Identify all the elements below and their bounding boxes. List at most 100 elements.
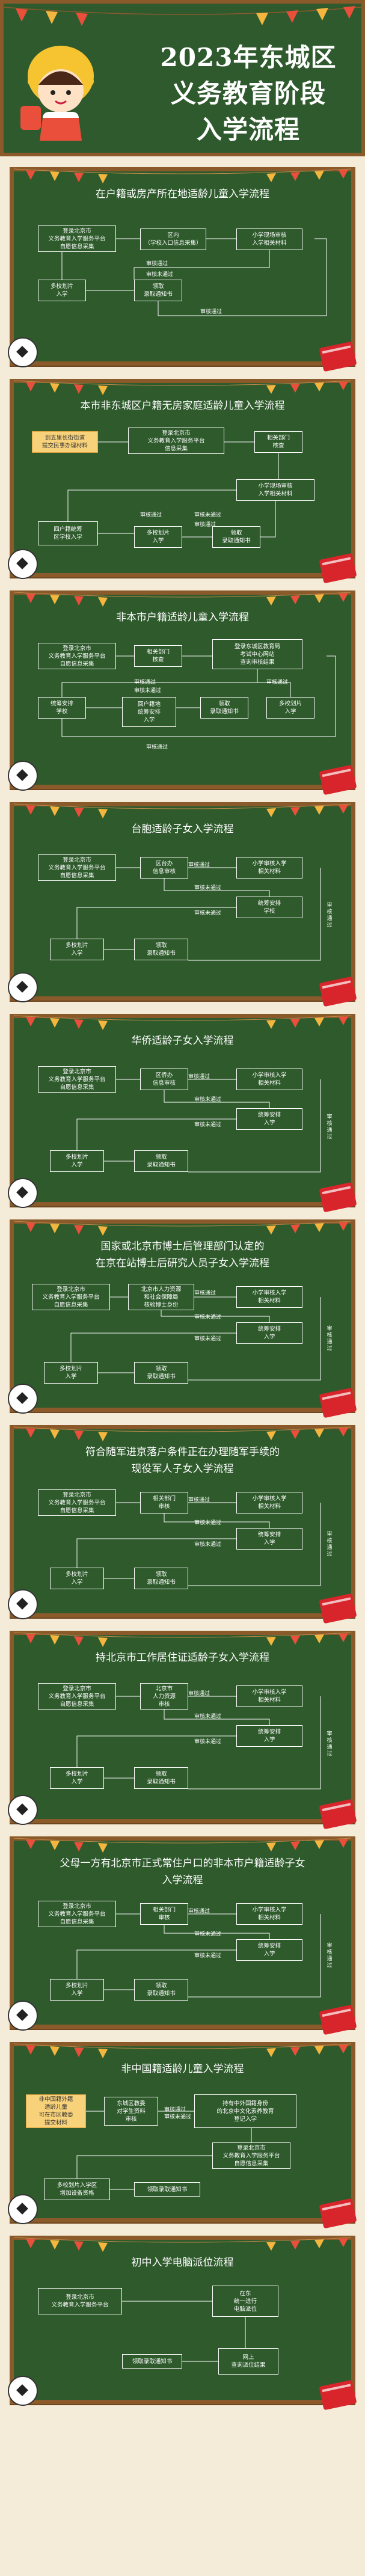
student-girl-illustration <box>20 46 94 141</box>
flow-condition-label: 审核未通过 <box>146 272 174 278</box>
board-title: 父母一方有北京市正式常住户口的非本市户籍适龄子女 入学流程 <box>60 1857 305 1886</box>
flow-step: 相关部门 核查 <box>254 431 302 453</box>
flow-step: 小学现场审核 入学相关材料 <box>236 479 314 501</box>
flow-step: 区台办 信息审核 <box>140 857 188 879</box>
flow-step: 多校划片 入学 <box>50 1767 104 1789</box>
flow-connector <box>61 655 336 737</box>
board-title: 国家或北京市博士后管理部门认定的 在京在站博士后研究人员子女入学流程 <box>96 1240 269 1269</box>
flow-step: 领取 录取通知书 <box>134 280 182 301</box>
flow-step: 多校划片 入学 <box>50 1568 104 1589</box>
flow-condition-label: 审核通过 <box>188 1909 210 1915</box>
flow-step: 登录北京市 义务教育入学服务平台 自愿信息采集 <box>38 1489 116 1516</box>
pennant-decoration <box>14 1632 351 1647</box>
flow-connector <box>164 1513 270 1528</box>
flow-step: 领取 录取通知书 <box>134 1767 188 1789</box>
flow-connector <box>76 1538 236 1568</box>
flow-connector <box>76 1949 236 1979</box>
flow-step: 登录北京市 义务教育入学服务平台 自愿信息采集 <box>32 1284 110 1310</box>
flow-condition-label: 审核未通过 <box>194 1336 222 1342</box>
flow-connectors <box>61 238 327 316</box>
flow-step: 登录北京市 义务教育入学服务平台 自愿信息采集 <box>38 1066 116 1093</box>
flowchart-board: 台胞适龄子女入学流程登录北京市 义务教育入学服务平台 自愿信息采集区台办 信息审… <box>8 802 357 1007</box>
flow-step: 小学审核入学 相关材料 <box>236 857 302 879</box>
flow-step: 登录北京市 义务教育入学服务平台 信息采集 <box>128 428 224 454</box>
flow-step: 登录北京市 义务教育入学服务平台 <box>38 2288 122 2314</box>
flow-step: 统筹安排 学校 <box>38 697 86 719</box>
flow-condition-label: 审核未通过 <box>194 885 222 891</box>
flow-condition-label: 审核通过 <box>327 1731 333 1757</box>
soccer-ball-icon <box>8 972 38 1002</box>
flow-step: 回户籍地 统筹安排 入学 <box>122 697 176 727</box>
flow-connector <box>188 868 321 961</box>
flow-step: 多校划片 入学 <box>134 526 182 548</box>
soccer-ball-icon <box>8 1589 38 1619</box>
flow-condition-label: 审核通过 <box>194 522 216 528</box>
flow-connector <box>61 669 258 697</box>
flowchart-board: 国家或北京市博士后管理部门认定的 在京在站博士后研究人员子女入学流程登录北京市 … <box>8 1219 357 1418</box>
flow-condition-label: 审核未通过 <box>194 1097 222 1103</box>
flowchart-board: 持北京市工作居住证适龄子女入学流程登录北京市 义务教育入学服务平台 自愿信息采集… <box>8 1631 357 1830</box>
flow-step: 区侨办 信息审核 <box>140 1069 188 1090</box>
flowchart-board: 初中入学电脑派位流程登录北京市 义务教育入学服务平台在东 统一进行 电脑派位领取… <box>8 2236 357 2411</box>
flow-condition-label: 审核通过 <box>194 1290 216 1296</box>
board-title: 持北京市工作居住证适龄子女入学流程 <box>96 1652 269 1664</box>
flow-connectors <box>76 867 321 961</box>
flow-condition-label: 审核通过 <box>188 1691 210 1697</box>
flow-connector <box>164 879 270 897</box>
flow-condition-label: 审核未通过 <box>194 1520 222 1526</box>
flow-connectors <box>76 1502 321 1586</box>
flow-connector <box>164 1925 270 1939</box>
flow-connectors <box>76 1079 321 1173</box>
pennant-decoration <box>14 168 351 183</box>
flow-step: 小学现场审核 入学相关材料 <box>236 228 302 250</box>
flow-step: 领取录取通知书 <box>122 2354 182 2369</box>
flow-connector <box>76 1118 236 1150</box>
flow-step: 领取 录取通知书 <box>200 697 248 719</box>
flow-condition-label: 审核未通过 <box>194 1953 222 1959</box>
flow-step: 小学审核入学 相关材料 <box>236 1903 302 1925</box>
flow-connectors <box>67 441 279 538</box>
flowchart-board: 华侨适龄子女入学流程登录北京市 义务教育入学服务平台 自愿信息采集 区侨办 信息审… <box>8 1014 357 1213</box>
flow-step: 登录北京市 义务教育入学服务平台 自愿信息采集 <box>38 1901 116 1927</box>
flow-step: 北京市 人力资源 审核 <box>140 1683 188 1710</box>
flow-condition-label: 审核通过 <box>266 679 289 685</box>
flow-connector <box>164 1710 270 1725</box>
flow-step: 相关部门 审核 <box>140 1903 188 1925</box>
flow-step: 区内 （学校入口信息采集） <box>140 228 206 250</box>
flow-step: 领取 录取通知书 <box>134 1568 188 1589</box>
pennant-decoration <box>14 2043 351 2058</box>
flow-condition-label: 审核未通过 <box>194 1739 222 1745</box>
pennant-decoration <box>14 1015 351 1030</box>
flow-connector <box>188 1696 321 1789</box>
flow-step: 相关部门 核查 <box>134 645 182 667</box>
header-banner: 2023年东城区 义务教育阶段 入学流程 <box>0 0 365 156</box>
flow-step: 到五里长街街道 提交民事办理材料 <box>32 431 98 453</box>
flow-condition-label: 审核通过 <box>327 1532 333 1557</box>
flow-condition-label: 审核未通过 <box>194 1714 222 1720</box>
flow-condition-label: 审核通过 <box>146 261 168 267</box>
board-title: 非本市户籍适龄儿童入学流程 <box>116 612 249 624</box>
flow-condition-label: 审核通过 <box>188 1497 210 1503</box>
board-title: 在户籍或房产所在地适龄儿童入学流程 <box>96 188 269 200</box>
flowchart-list: 在户籍或房产所在地适龄儿童入学流程登录北京市 义务教育入学服务平台 自愿信息采集… <box>0 167 365 2411</box>
flow-step: 领取 录取通知书 <box>212 526 260 548</box>
flow-step: 小学审核入学 相关材料 <box>236 1492 302 1513</box>
soccer-ball-icon <box>8 2376 38 2406</box>
soccer-ball-icon <box>8 2001 38 2031</box>
flow-connector <box>76 907 236 939</box>
flow-step: 登录北京市 义务教育入学服务平台 自愿信息采集 <box>38 1683 116 1710</box>
flow-condition-label: 审核未通过 <box>194 910 222 916</box>
flow-connector <box>67 489 236 521</box>
soccer-ball-icon <box>8 1384 38 1414</box>
flow-condition-label: 审核通过 <box>327 1943 333 1969</box>
flow-step: 登录北京市 义务教育入学服务平台 自愿信息采集 <box>38 225 116 252</box>
board-title: 华侨适龄子女入学流程 <box>131 1035 234 1047</box>
pennant-decoration <box>14 2237 351 2252</box>
flow-step: 网上 查询派位结果 <box>218 2348 278 2375</box>
flow-condition-label: 审核通过 <box>164 2107 186 2113</box>
flow-condition-label: 审核未通过 <box>134 688 162 694</box>
flow-step: 登录东城区教育局 考试中心网站 查询审核结果 <box>212 639 302 669</box>
flow-step: 统筹安排 入学 <box>236 1528 302 1550</box>
flow-connector <box>188 1914 321 1998</box>
flow-connector <box>76 2155 212 2179</box>
